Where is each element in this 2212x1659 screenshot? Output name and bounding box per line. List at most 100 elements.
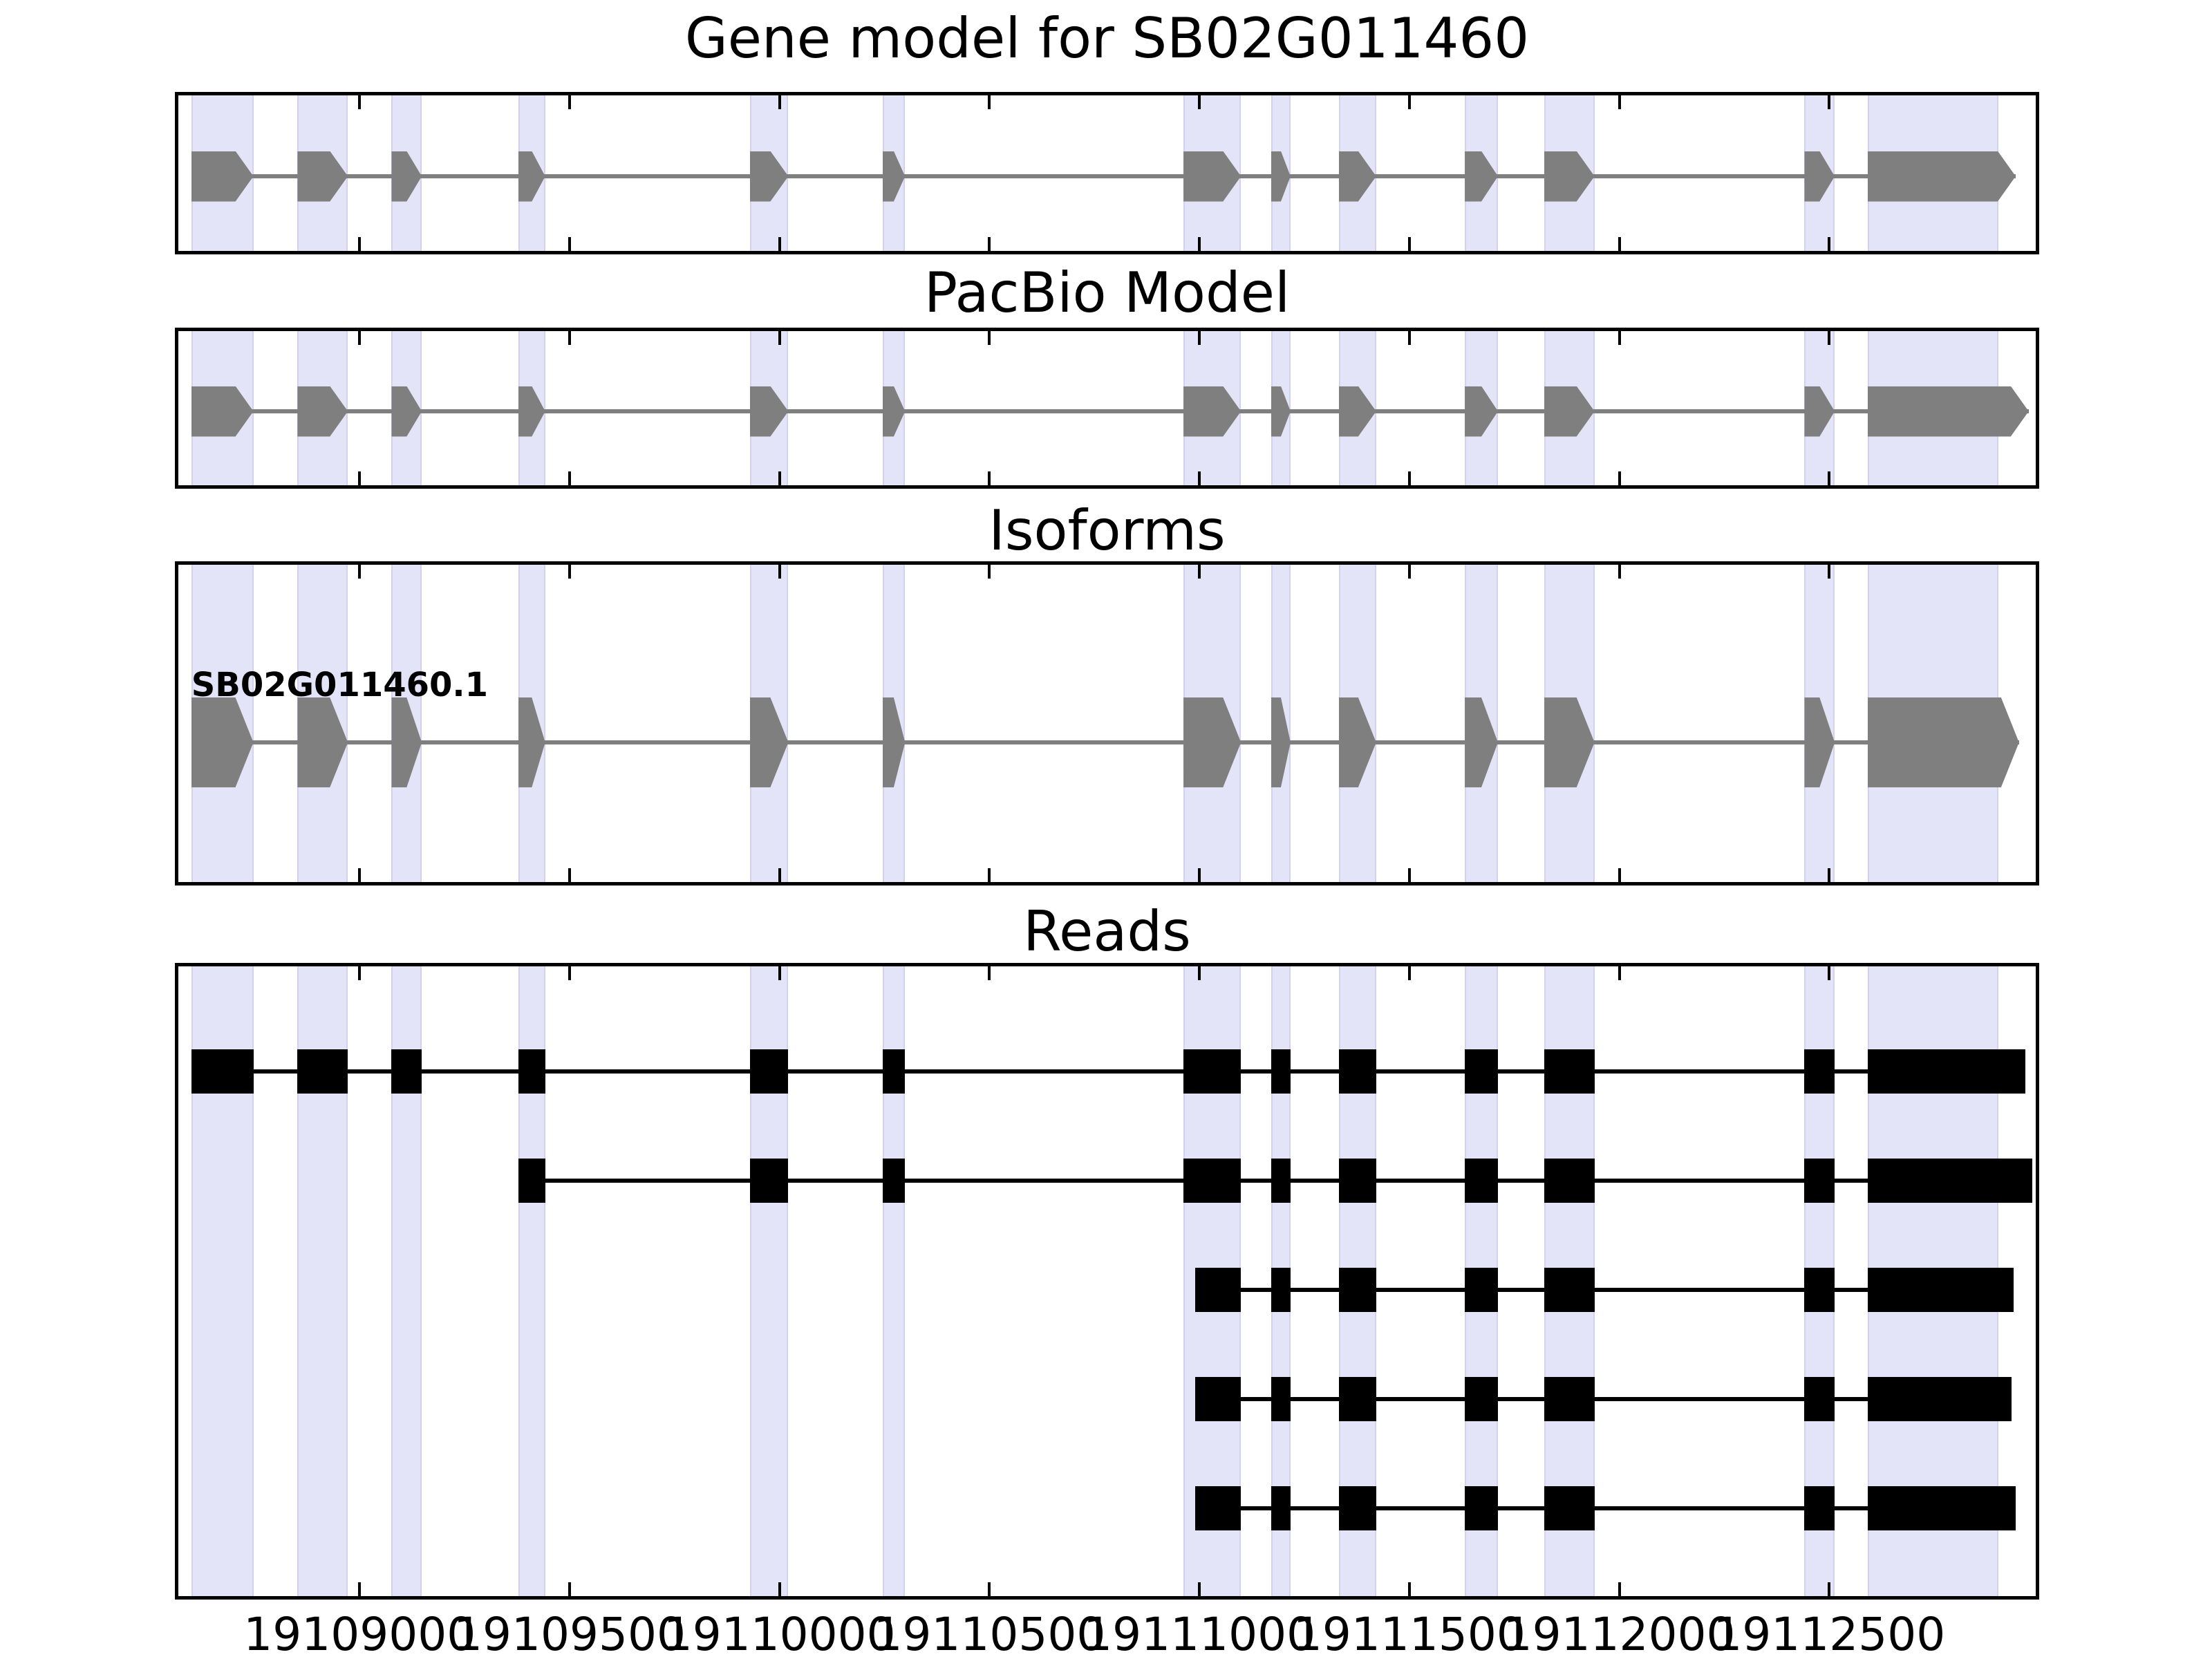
x-axis-tick-label: 19109000 bbox=[243, 1608, 476, 1659]
axis-tick bbox=[778, 331, 781, 345]
axis-tick bbox=[358, 868, 362, 882]
exon-arrow bbox=[1867, 151, 2016, 202]
axis-tick bbox=[568, 331, 571, 345]
read-exon-block bbox=[1465, 1486, 1499, 1530]
read-exon-block bbox=[1465, 1268, 1499, 1312]
axis-tick bbox=[988, 95, 991, 109]
isoform-label: SB02G011460.1 bbox=[191, 666, 489, 704]
read-exon-block bbox=[1338, 1049, 1376, 1094]
axis-tick bbox=[1407, 868, 1411, 882]
intron-line bbox=[1195, 1397, 2012, 1401]
track-panel-gene-model bbox=[175, 92, 2039, 254]
read-exon-block bbox=[1867, 1268, 2014, 1312]
read-exon-block bbox=[1867, 1049, 2025, 1094]
axis-tick bbox=[778, 95, 781, 109]
axis-tick bbox=[1407, 1582, 1411, 1596]
track-panel-isoforms: SB02G011460.1 bbox=[175, 561, 2039, 885]
read-exon-block bbox=[518, 1159, 545, 1203]
read-exon-block bbox=[1544, 1049, 1595, 1094]
exon-arrow bbox=[1867, 386, 2029, 437]
axis-tick bbox=[1618, 565, 1621, 579]
x-axis-tick-label: 19112000 bbox=[1503, 1608, 1736, 1659]
panel-title-reads: Reads bbox=[1023, 899, 1191, 964]
axis-tick bbox=[778, 868, 781, 882]
read-exon-block bbox=[1867, 1377, 2012, 1421]
read-exon-block bbox=[1544, 1377, 1595, 1421]
axis-tick bbox=[1618, 331, 1621, 345]
axis-tick bbox=[1407, 237, 1411, 251]
axis-tick bbox=[568, 95, 571, 109]
intron-line bbox=[1195, 1288, 2014, 1292]
axis-tick bbox=[568, 471, 571, 485]
axis-tick bbox=[1198, 868, 1201, 882]
axis-tick bbox=[1618, 868, 1621, 882]
axis-tick bbox=[358, 966, 362, 980]
axis-tick bbox=[988, 868, 991, 882]
read-exon-block bbox=[1804, 1049, 1835, 1094]
axis-tick bbox=[358, 95, 362, 109]
intron-line bbox=[191, 1069, 2025, 1074]
read-exon-block bbox=[1465, 1377, 1499, 1421]
axis-tick bbox=[358, 237, 362, 251]
axis-tick bbox=[1618, 1582, 1621, 1596]
intron-line bbox=[191, 174, 2016, 178]
exon-arrow bbox=[1867, 697, 2019, 787]
read-exon-block bbox=[1465, 1049, 1499, 1094]
read-exon-block bbox=[1804, 1159, 1835, 1203]
intron-line bbox=[191, 740, 2019, 744]
axis-tick bbox=[1828, 565, 1831, 579]
panel-title-gene-model: Gene model for SB02G011460 bbox=[684, 6, 1530, 71]
axis-tick bbox=[358, 565, 362, 579]
read-exon-block bbox=[1544, 1486, 1595, 1530]
read-exon-block bbox=[1338, 1159, 1376, 1203]
axis-tick bbox=[568, 237, 571, 251]
read-exon-block bbox=[1195, 1486, 1241, 1530]
read-exon-block bbox=[1867, 1159, 2033, 1203]
axis-tick bbox=[1407, 565, 1411, 579]
read-exon-block bbox=[749, 1049, 789, 1094]
axis-tick bbox=[1198, 237, 1201, 251]
read-exon-block bbox=[1271, 1377, 1291, 1421]
read-exon-block bbox=[1195, 1377, 1241, 1421]
axis-tick bbox=[568, 868, 571, 882]
panel-title-isoforms: Isoforms bbox=[988, 498, 1226, 563]
axis-tick bbox=[1828, 868, 1831, 882]
read-exon-block bbox=[1271, 1268, 1291, 1312]
axis-tick bbox=[988, 565, 991, 579]
axis-tick bbox=[358, 1582, 362, 1596]
axis-tick bbox=[1407, 966, 1411, 980]
track-panel-reads bbox=[175, 963, 2039, 1600]
axis-tick bbox=[1618, 237, 1621, 251]
read-exon-block bbox=[1271, 1159, 1291, 1203]
axis-tick bbox=[778, 237, 781, 251]
axis-tick bbox=[988, 237, 991, 251]
axis-tick bbox=[988, 1582, 991, 1596]
axis-tick bbox=[1407, 95, 1411, 109]
axis-tick bbox=[1828, 95, 1831, 109]
read-exon-block bbox=[1338, 1486, 1376, 1530]
read-exon-block bbox=[1271, 1049, 1291, 1094]
read-exon-block bbox=[1183, 1049, 1241, 1094]
axis-tick bbox=[1198, 331, 1201, 345]
axis-tick bbox=[1828, 1582, 1831, 1596]
read-exon-block bbox=[1804, 1268, 1835, 1312]
read-exon-block bbox=[391, 1049, 422, 1094]
read-exon-block bbox=[1465, 1159, 1499, 1203]
x-axis-tick-label: 19109500 bbox=[453, 1608, 686, 1659]
read-exon-block bbox=[1544, 1159, 1595, 1203]
axis-tick bbox=[988, 471, 991, 485]
axis-tick bbox=[778, 471, 781, 485]
read-exon-block bbox=[518, 1049, 545, 1094]
axis-tick bbox=[778, 1582, 781, 1596]
axis-tick bbox=[1828, 966, 1831, 980]
read-exon-block bbox=[882, 1049, 906, 1094]
read-exon-block bbox=[1544, 1268, 1595, 1312]
axis-tick bbox=[1828, 331, 1831, 345]
axis-tick bbox=[1198, 966, 1201, 980]
axis-tick bbox=[1198, 471, 1201, 485]
intron-line bbox=[191, 409, 2029, 413]
axis-tick bbox=[988, 331, 991, 345]
axis-tick bbox=[358, 471, 362, 485]
x-axis-tick-label: 19111500 bbox=[1293, 1608, 1526, 1659]
axis-tick bbox=[358, 331, 362, 345]
